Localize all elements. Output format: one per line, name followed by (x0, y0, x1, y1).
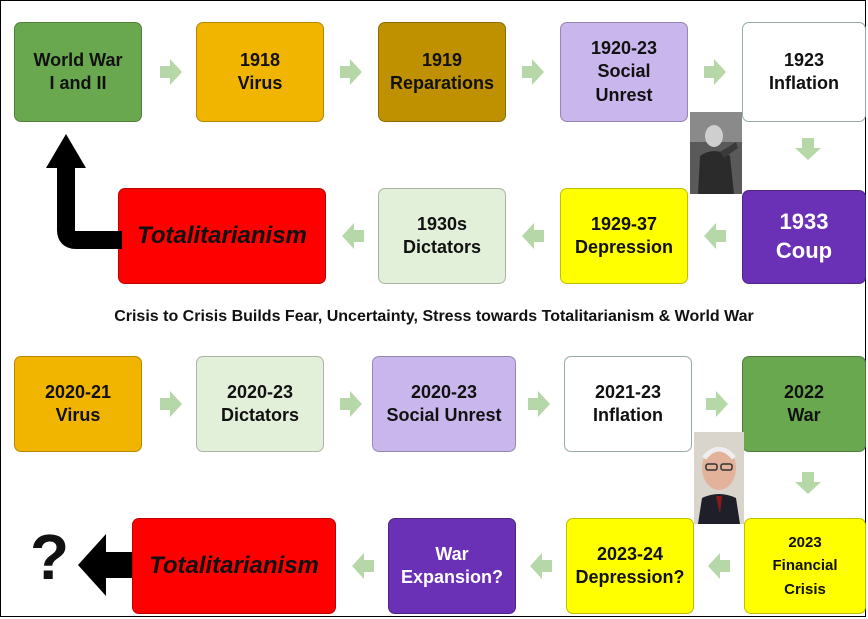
box-line: Expansion? (400, 567, 503, 587)
box-line: Depression (574, 237, 674, 257)
box-line: Dictators (220, 405, 300, 425)
box-line: 2023 (788, 534, 822, 552)
box-2020-dictators: 2020-23 Dictators (196, 356, 324, 452)
box-line: 1930s (416, 213, 468, 234)
arrow-right-icon (160, 391, 182, 417)
box-line: Dictators (402, 237, 482, 257)
box-2020-virus: 2020-21 Virus (14, 356, 142, 452)
box-1918-virus: 1918 Virus (196, 22, 324, 122)
box-1923-inflation: 1923 Inflation (742, 22, 866, 122)
arrow-down-icon (795, 472, 821, 494)
box-line: World War (33, 49, 123, 70)
box-1930s-dictators: 1930s Dictators (378, 188, 506, 284)
box-1920-social-unrest: 1920-23 Social Unrest (560, 22, 688, 122)
box-line: 2022 (783, 381, 825, 402)
portrait-photo (690, 112, 742, 194)
box-line: 1929-37 (590, 213, 658, 234)
arrow-right-icon (704, 59, 726, 85)
box-line: War (435, 543, 469, 564)
box-line: 2020-23 (226, 381, 294, 402)
box-line: Social Unrest (386, 405, 502, 425)
arrow-right-icon (160, 59, 182, 85)
box-line: Reparations (389, 73, 495, 93)
box-2022-war: 2022 War (742, 356, 866, 452)
box-line: Coup (775, 238, 833, 263)
box-line: 1933 (779, 209, 829, 235)
box-line: Social (597, 61, 651, 82)
big-left-arrow-icon (78, 534, 132, 596)
caption-text: Crisis to Crisis Builds Fear, Uncertaint… (114, 308, 754, 325)
question-mark: ? (30, 521, 70, 593)
box-2020-social-unrest: 2020-23 Social Unrest (372, 356, 516, 452)
box-line: 1918 (239, 49, 281, 70)
arrow-left-icon (530, 553, 552, 579)
arrow-left-icon (342, 223, 364, 249)
box-line: Crisis (784, 580, 826, 598)
box-line: Totalitarianism (137, 222, 307, 250)
arrow-left-icon (708, 553, 730, 579)
box-2023-depression: 2023-24 Depression? (566, 518, 694, 614)
box-world-war: World War I and II (14, 22, 142, 122)
box-line: 2020-21 (44, 381, 112, 402)
arrow-left-icon (352, 553, 374, 579)
box-line: 1919 (421, 49, 463, 70)
box-totalitarianism-top: Totalitarianism (118, 188, 326, 284)
arrow-right-icon (706, 391, 728, 417)
box-2023-financial-crisis: 2023 Financial Crisis (744, 518, 866, 614)
box-line: 2021-23 (594, 381, 662, 402)
box-1919-reparations: 1919 Reparations (378, 22, 506, 122)
arrow-right-icon (522, 59, 544, 85)
box-1929-depression: 1929-37 Depression (560, 188, 688, 284)
box-war-expansion: War Expansion? (388, 518, 516, 614)
box-line: 1923 (783, 49, 825, 70)
arrow-right-icon (528, 391, 550, 417)
box-line: 1920-23 (590, 37, 658, 58)
box-line: 2023-24 (596, 543, 664, 564)
arrow-down-icon (795, 138, 821, 160)
arrow-right-icon (340, 59, 362, 85)
portrait-photo (694, 432, 744, 524)
box-line: War (787, 405, 821, 425)
box-line: Unrest (595, 84, 653, 105)
box-line: Inflation (593, 405, 663, 425)
box-line: Virus (237, 73, 283, 93)
box-1933-coup: 1933 Coup (742, 190, 866, 284)
box-line: Financial (772, 557, 838, 575)
arrow-left-icon (704, 223, 726, 249)
box-line: Totalitarianism (149, 552, 319, 580)
box-line: 2020-23 (410, 381, 478, 402)
return-arrow-icon (40, 134, 122, 254)
arrow-left-icon (522, 223, 544, 249)
box-2021-inflation: 2021-23 Inflation (564, 356, 692, 452)
box-line: I and II (49, 73, 107, 93)
box-line: Depression? (575, 567, 685, 587)
box-totalitarianism-bottom: Totalitarianism (132, 518, 336, 614)
box-line: Virus (55, 405, 101, 425)
box-line: Inflation (769, 73, 839, 93)
arrow-right-icon (340, 391, 362, 417)
